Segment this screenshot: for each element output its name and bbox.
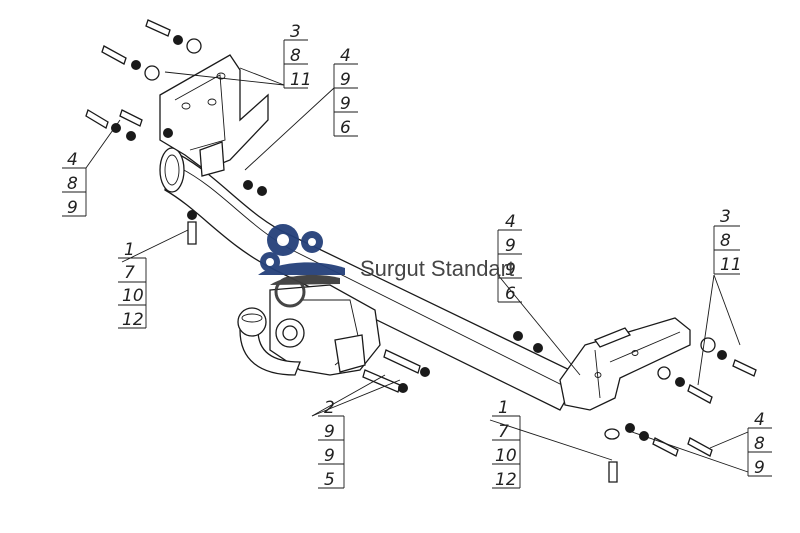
callout-ball-mount: 2 9 9 5 — [318, 398, 345, 490]
callout-number: 3 — [290, 22, 301, 42]
callout-number: 3 — [720, 207, 731, 227]
fasteners-right — [604, 337, 757, 483]
callout-number: 4 — [754, 410, 765, 430]
callout-number: 9 — [324, 446, 335, 466]
callout-number: 9 — [505, 260, 516, 280]
fasteners-center — [362, 331, 543, 393]
callout-number: 9 — [324, 422, 335, 442]
callout-number: 4 — [67, 150, 78, 170]
callout-number: 9 — [67, 198, 78, 218]
car-silhouette-icon — [258, 262, 345, 308]
callout-number: 9 — [505, 236, 516, 256]
callout-number: 4 — [340, 46, 351, 66]
callout-number: 8 — [720, 231, 731, 251]
watermark-logo: Surgut Standart — [258, 224, 514, 308]
leader-lines — [85, 67, 749, 473]
callout-number: 12 — [122, 310, 144, 330]
callout-number: 9 — [754, 458, 765, 478]
watermark-brand-text: Surgut Standart — [360, 256, 514, 281]
ball-mount — [237, 284, 381, 376]
callout-number: 8 — [290, 46, 301, 66]
callout-top-left-bracket: 3 8 11 — [283, 22, 312, 90]
callout-left-side: 4 8 9 — [62, 150, 87, 218]
callout-number: 10 — [495, 446, 517, 466]
callout-number: 9 — [340, 70, 351, 90]
callout-center-middle: 4 9 9 6 — [497, 212, 522, 304]
callout-number: 9 — [340, 94, 351, 114]
callout-number: 1 — [498, 398, 509, 418]
callout-number: 5 — [324, 470, 335, 490]
callout-number: 2 — [324, 398, 335, 418]
callout-number: 11 — [720, 255, 742, 275]
left-mounting-bracket — [159, 54, 269, 177]
callout-number: 1 — [124, 240, 135, 260]
callout-top-middle: 4 9 9 6 — [333, 46, 358, 138]
callout-bottom-bolt: 1 7 10 12 — [492, 398, 521, 490]
callout-number: 8 — [754, 434, 765, 454]
callout-number: 6 — [505, 284, 516, 304]
fasteners-top-left — [85, 19, 202, 141]
fasteners-left-center — [187, 180, 267, 245]
callout-number: 8 — [67, 174, 78, 194]
callout-number: 7 — [498, 422, 509, 442]
callout-right-bracket: 3 8 11 — [713, 207, 742, 275]
callout-number: 12 — [495, 470, 517, 490]
gear-icon — [260, 224, 323, 272]
callout-number: 4 — [505, 212, 516, 232]
callout-number: 10 — [122, 286, 144, 306]
callout-left-bottom-bolt: 1 7 10 12 — [118, 240, 147, 330]
callout-number: 11 — [290, 70, 312, 90]
callout-number: 7 — [124, 263, 135, 283]
callout-number: 6 — [340, 118, 351, 138]
callout-right-bottom: 4 8 9 — [747, 410, 772, 478]
right-mounting-bracket — [559, 317, 691, 411]
